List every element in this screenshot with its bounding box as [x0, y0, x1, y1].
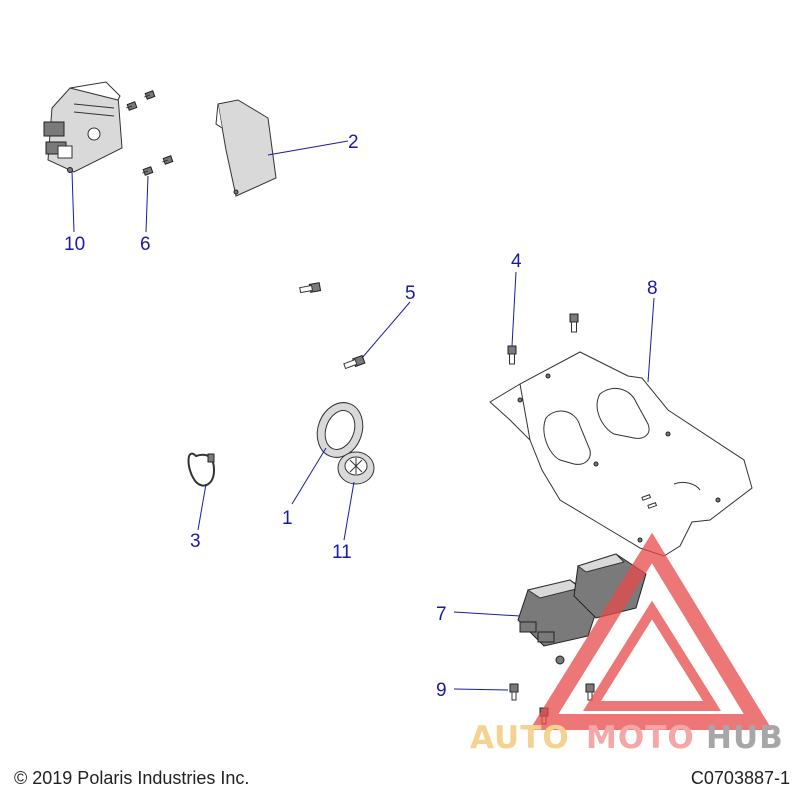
leader-9 — [453, 688, 509, 691]
part-control-modules — [517, 553, 647, 665]
leader-8 — [647, 297, 655, 383]
callout-1: 1 — [282, 508, 293, 529]
leader-11 — [343, 481, 355, 541]
leader-lines — [71, 140, 655, 691]
part-mounting-plate — [489, 351, 753, 557]
callout-10: 10 — [64, 234, 85, 255]
callout-8: 8 — [647, 278, 658, 299]
part-bolts-4 — [507, 313, 579, 365]
callout-6: 6 — [140, 234, 151, 255]
part-screws-6 — [126, 90, 174, 176]
callout-7: 7 — [436, 604, 447, 625]
leader-6 — [145, 175, 149, 233]
leader-10 — [71, 171, 75, 233]
watermark-word-hub: HUB — [706, 720, 784, 756]
callout-2: 2 — [348, 132, 359, 153]
watermark-logo: AUTO MOTO HUB — [470, 532, 784, 756]
part-grommet-1 — [316, 402, 364, 458]
leader-7 — [453, 611, 521, 617]
leader-5 — [361, 301, 411, 359]
leader-2 — [267, 140, 349, 156]
part-clamp-band — [187, 452, 216, 487]
callout-4: 4 — [511, 251, 522, 272]
leader-1 — [291, 447, 327, 505]
watermark-word-moto: MOTO — [586, 720, 695, 756]
leader-4 — [511, 271, 517, 347]
callout-labels: 1 2 3 4 5 6 7 8 9 10 11 — [64, 132, 658, 701]
callout-11: 11 — [332, 542, 352, 563]
diagram-code: C0703887-1 — [690, 768, 790, 788]
callout-9: 9 — [436, 680, 447, 701]
part-grommet-11 — [337, 451, 375, 485]
part-bolts-5 — [299, 282, 366, 370]
callout-3: 3 — [190, 531, 201, 552]
callout-5: 5 — [405, 283, 416, 304]
part-ecu-module — [43, 81, 123, 173]
watermark-word-auto: AUTO — [470, 720, 570, 756]
part-bracket-plate — [215, 99, 277, 197]
leader-3 — [197, 483, 207, 531]
copyright-notice: © 2019 Polaris Industries Inc. — [14, 768, 250, 788]
